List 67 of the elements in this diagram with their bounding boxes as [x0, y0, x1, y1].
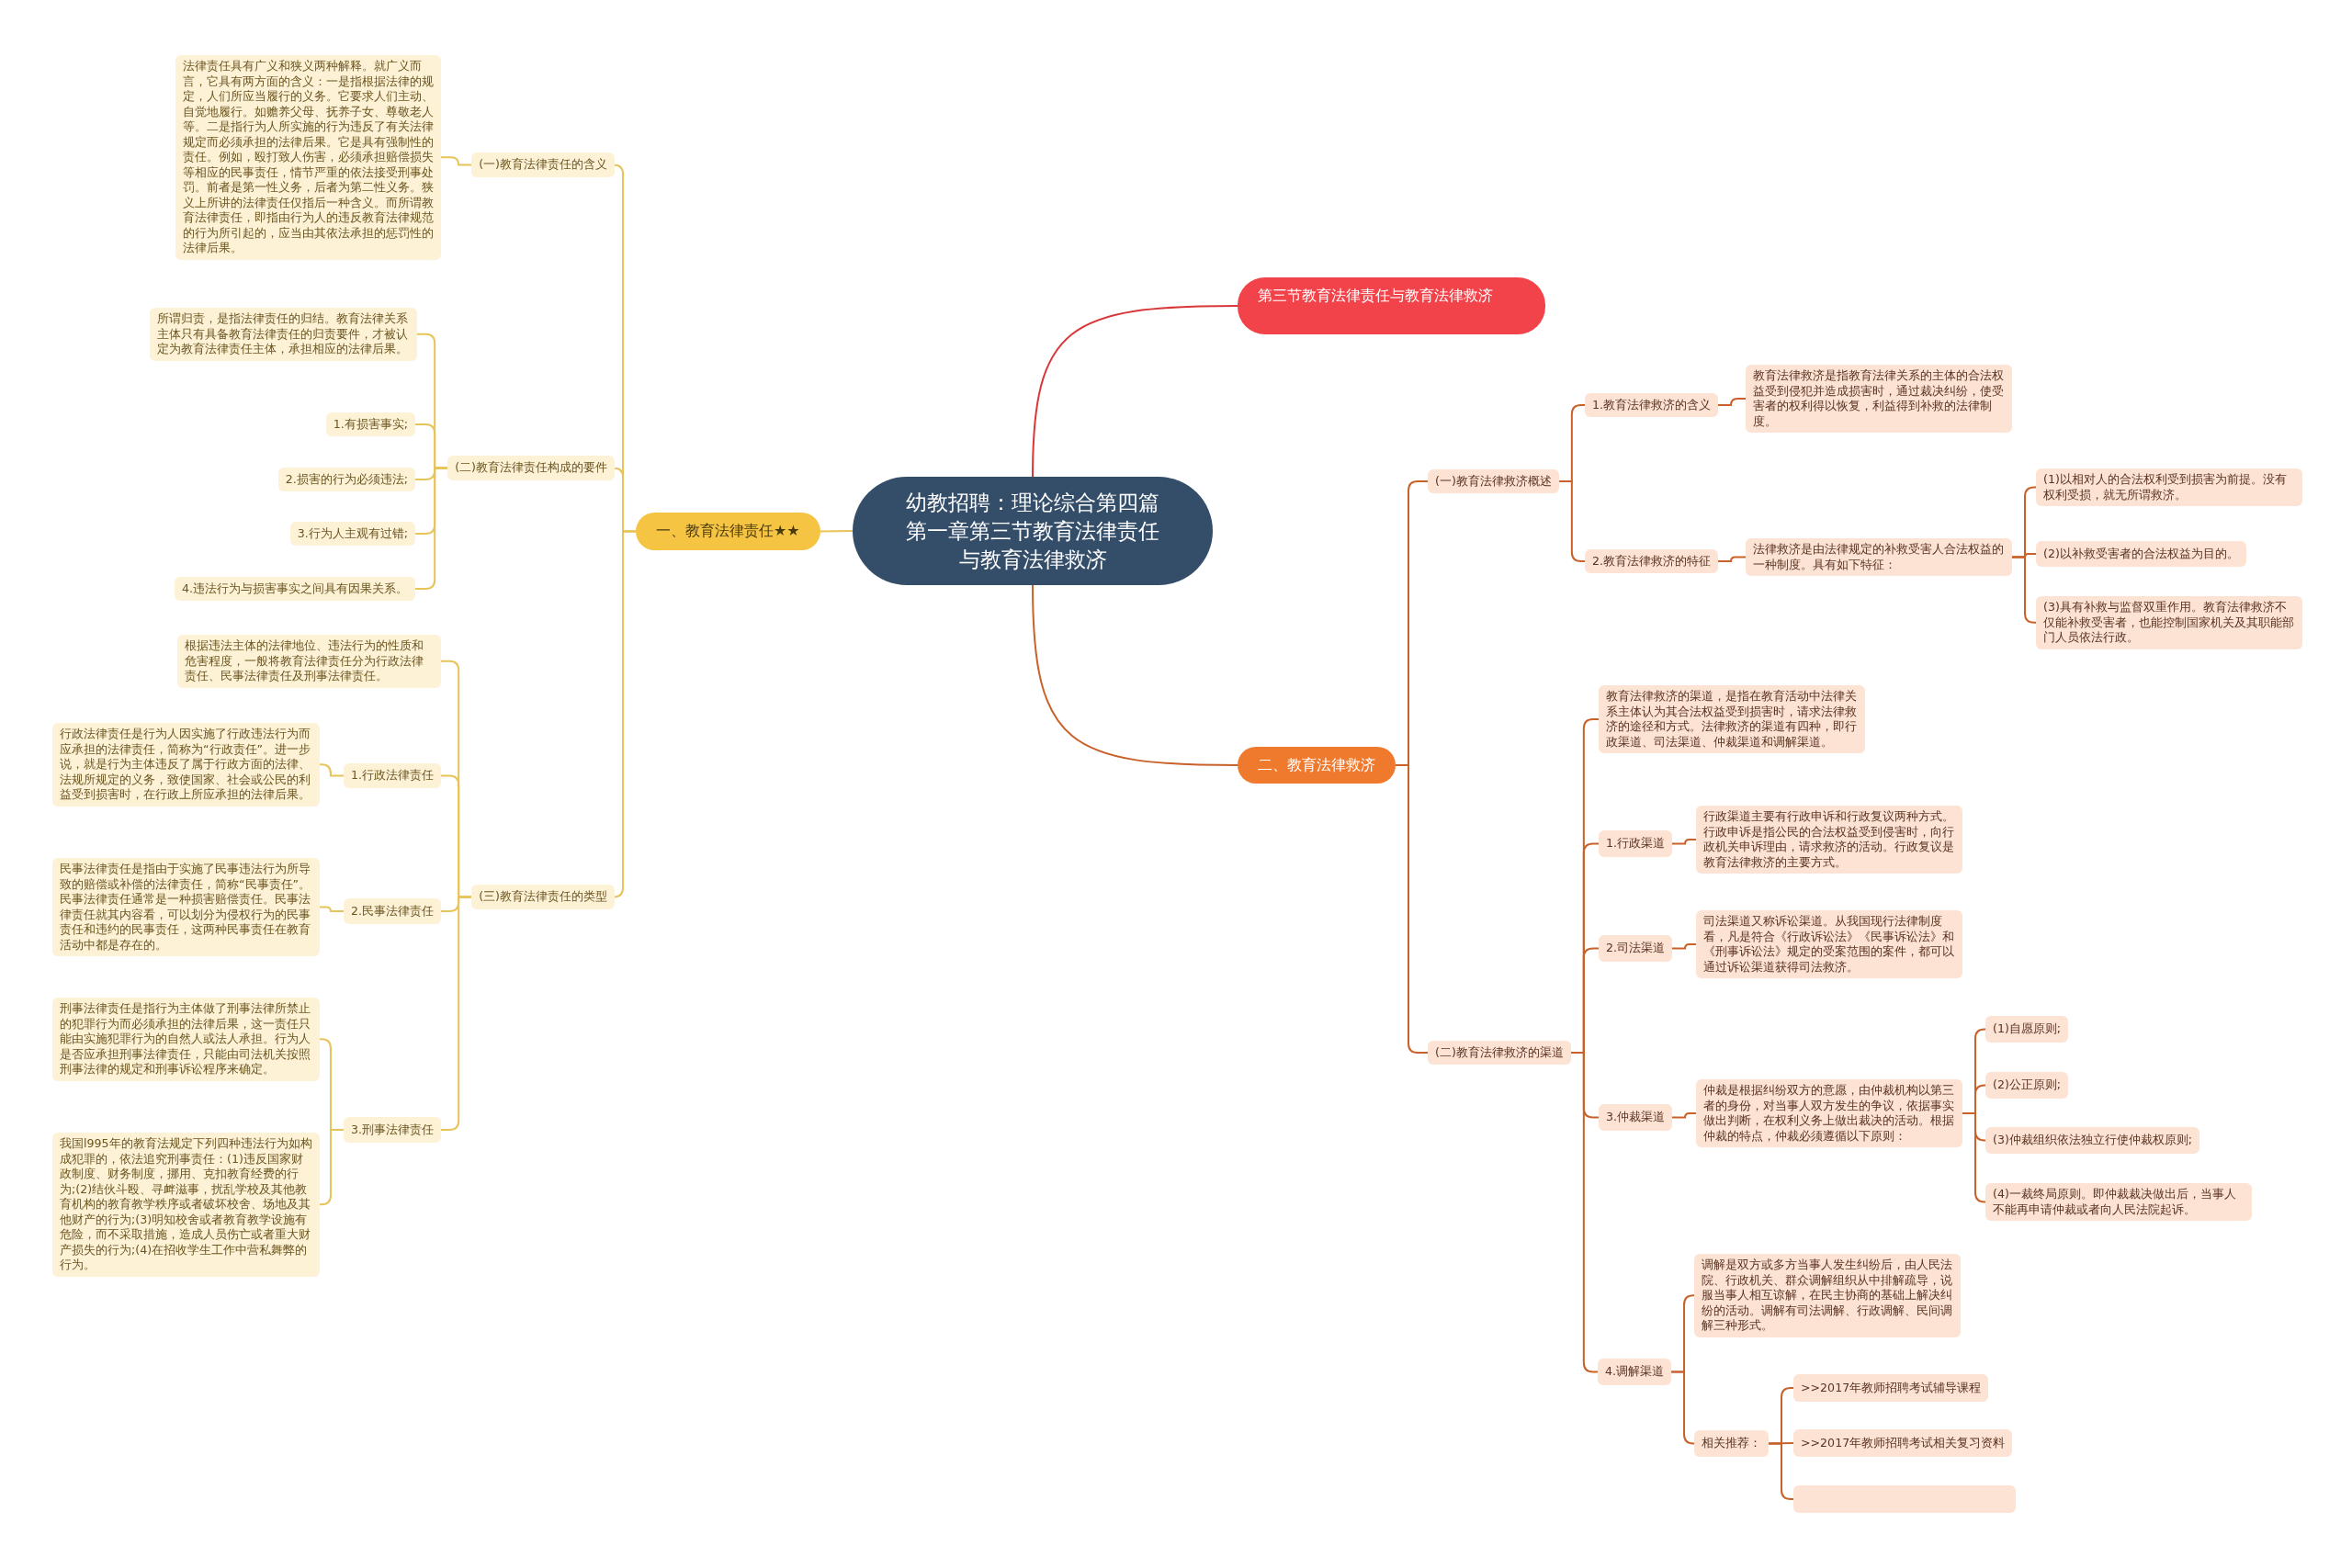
text-card: 我国l995年的教育法规定下列四种违法行为如构成犯罪的，依法追究刑事责任：(1)违反国家财政制度、财务制度，挪用、克扣教育经费的行为;(2)结伙斗殴、寻衅滋事，扰乱学校及其他教育机构的教育教学秩序或者破坏校舍、场地及其他财产的行为;(3)明知校舍或者教育教学设施有危险，而不采取措施，造成人员伤亡或者重大财产损失的行为;(4)在招收学生工作中营私舞弊的行为。 [52, 1133, 320, 1277]
connector-line [1032, 305, 1238, 478]
topic-box: (三)教育法律责任的类型 [471, 885, 615, 909]
connector-line [1962, 1112, 1986, 1203]
topic-box: 1.有损害事实; [325, 412, 415, 436]
topic-box: (3)仲裁组织依法独立行使仲裁权原则; [1985, 1127, 2200, 1154]
topic-box: (2)公正原则; [1985, 1072, 2069, 1099]
topic-box: (1)自愿原则; [1985, 1016, 2069, 1043]
connector-line [1395, 764, 1429, 1054]
link-box: >>2017年教师招聘考试辅导课程 [1793, 1374, 1989, 1402]
topic-box: 1.行政渠道 [1599, 830, 1673, 857]
text-card: (4)一裁终局原则。即仲裁裁决做出后，当事人不能再申请仲裁或者向人民法院起诉。 [1985, 1183, 2252, 1221]
topic-box: 相关推荐： [1694, 1430, 1769, 1457]
topic-box: (二)教育法律救济的渠道 [1428, 1041, 1571, 1065]
connector-line [440, 896, 473, 1131]
text-card: 法律责任具有广义和狭义两种解释。就广义而言，它具有两方面的含义：一是指根据法律的规定，人们所应当履行的义务。它要求人们主动、自觉地履行。如赡养父母、抚养子女、尊敬老人等。二是指行为人所实施的行为违反了有关法律规定而必须承担的法律后果。它是具有强制性的责任。例如，殴打致人伤害，必须承担赔偿损失等相应的民事责任，情节严重的依法接受刑事处罚。前者是第一性义务，后者为第二性义务。狭义上所讲的法律责任仅指后一种含义。而所谓教育法律责任，即指由行为人的违反教育法律规范的行为所引起的，应当由其依法承担的惩罚性的法律后果。 [175, 55, 441, 260]
branch-pill: 第三节教育法律责任与教育法律救济 [1238, 277, 1545, 334]
topic-box: (一)教育法律责任的含义 [471, 152, 615, 177]
text-card: 教育法律救济的渠道，是指在教育活动中法律关系主体认为其合法权益受到损害时，请求法律救济的途径和方式。法律救济的渠道有四种，即行政渠道、司法渠道、仲裁渠道和调解渠道。 [1599, 685, 1865, 753]
connector-line [1671, 839, 1697, 845]
connector-line [1768, 1442, 1794, 1445]
text-card: 根据违法主体的法律地位、违法行为的性质和危害程度，一般将教育法律责任分为行政法律责任、民事法律责任及刑事法律责任。 [177, 635, 441, 688]
topic-box: 1.教育法律救济的含义 [1585, 393, 1719, 417]
topic-box: 3.行为人主观有过错; [289, 522, 415, 546]
central-topic: 幼教招聘：理论综合第四篇第一章第三节教育法律责任与教育法律救济 [853, 477, 1213, 585]
connector-line [1557, 480, 1586, 562]
connector-line [1670, 1371, 1695, 1445]
connector-line [819, 530, 854, 533]
blank-box [1793, 1485, 2016, 1513]
connector-line [1768, 1442, 1794, 1500]
topic-box: 2.司法渠道 [1599, 935, 1673, 962]
topic-box: (一)教育法律救济概述 [1428, 469, 1559, 493]
text-card: 行政渠道主要有行政申诉和行政复议两种方式。行政申诉是指公民的合法权益受到侵害时，向行政机关申诉理由，请求救济的活动。行政复议是教育法律救济的主要方式。 [1696, 806, 1962, 874]
topic-box: 2.民事法律责任 [343, 898, 441, 924]
connector-line [613, 530, 637, 898]
text-card: 司法渠道又称诉讼渠道。从我国现行法律制度看，凡是符合《行政诉讼法》《民事诉讼法》和《刑事诉讼法》规定的受案范围的案件，都可以通过诉讼渠道获得司法救济。 [1696, 910, 1962, 978]
branch-pill: 一、教育法律责任★★ [636, 513, 820, 550]
connector-line [1717, 556, 1747, 562]
text-card: 刑事法律责任是指行为主体做了刑事法律所禁止的犯罪行为而必须承担的法律后果，这一责任只能由实施犯罪行为的自然人或法人承担。行为人是否应承担刑事法律责任，只能由司法机关按照刑事法律的规定和刑事诉讼程序来确定。 [52, 998, 320, 1081]
connector-line [319, 763, 345, 777]
topic-box: 2.损害的行为必须违法; [277, 468, 415, 491]
text-card: 教育法律救济是指教育法律关系的主体的合法权益受到侵犯并造成损害时，通过裁决纠纷，使受害者的权利得以恢复，利益得到补救的法律制度。 [1746, 365, 2012, 433]
topic-box: 2.教育法律救济的特征 [1585, 549, 1719, 573]
text-card: (2)以补救受害者的合法权益为目的。 [2036, 541, 2246, 567]
connector-line [1032, 584, 1238, 766]
topic-box: 4.调解渠道 [1598, 1359, 1672, 1385]
topic-box: 1.行政法律责任 [343, 763, 441, 788]
connector-line [1671, 943, 1697, 950]
connector-line [1717, 398, 1747, 406]
text-card: 民事法律责任是指由于实施了民事违法行为所导致的赔偿或补偿的法律责任，简称“民事责任”。民事法律责任通常是一种损害赔偿责任。民事法律责任就其内容看，可以划分为侵权行为的民事责任和违约的民事责任，这两种民事责任在教育活动中都是存在的。 [52, 858, 320, 956]
topic-box: 4.违法行为与损害事实之间具有因果关系。 [174, 577, 415, 601]
connector-line [440, 156, 473, 166]
link-box: >>2017年教师招聘考试相关复习资料 [1793, 1429, 2013, 1457]
topic-box: 3.刑事法律责任 [343, 1117, 441, 1143]
connector-line [1671, 1112, 1697, 1119]
topic-box: (二)教育法律责任构成的要件 [447, 456, 615, 480]
topic-box: 3.仲裁渠道 [1599, 1104, 1673, 1131]
text-card: (3)具有补救与监督双重作用。教育法律救济不仅能补救受害者，也能控制国家机关及其职能部门人员依法行政。 [2036, 596, 2302, 649]
connector-line [2011, 556, 2037, 624]
text-card: 行政法律责任是行为人因实施了行政违法行为而应承担的法律责任，简称为“行政责任”。进一步说，就是行为主体违反了属于行政方面的法律、法规所规定的义务，致使国家、社会或公民的利益受到损害时，在行政上所应承担的法律后果。 [52, 723, 320, 807]
text-card: 法律救济是由法律规定的补救受害人合法权益的一种制度。具有如下特征： [1746, 538, 2012, 576]
branch-pill: 二、教育法律救济 [1238, 747, 1396, 784]
connector-line [319, 906, 345, 912]
text-card: 所谓归责，是指法律责任的归结。教育法律关系主体只有具备教育法律责任的归责要件，才被认定为教育法律责任主体，承担相应的法律后果。 [150, 308, 417, 361]
text-card: 调解是双方或多方当事人发生纠纷后，由人民法院、行政机关、群众调解组织从中排解疏导，说服当事人相互谅解，在民主协商的基础上解决纠纷的活动。调解有司法调解、行政调解、民间调解三种形式。 [1694, 1254, 1961, 1337]
text-card: 仲裁是根据纠纷双方的意愿，由仲裁机构以第三者的身份，对当事人双方发生的争议，依据事实做出判断，在权利义务上做出裁决的活动。根据仲裁的特点，仲裁必须遵循以下原则： [1696, 1079, 1962, 1147]
text-card: (1)以相对人的合法权利受到损害为前提。没有权利受损，就无所谓救济。 [2036, 468, 2302, 506]
